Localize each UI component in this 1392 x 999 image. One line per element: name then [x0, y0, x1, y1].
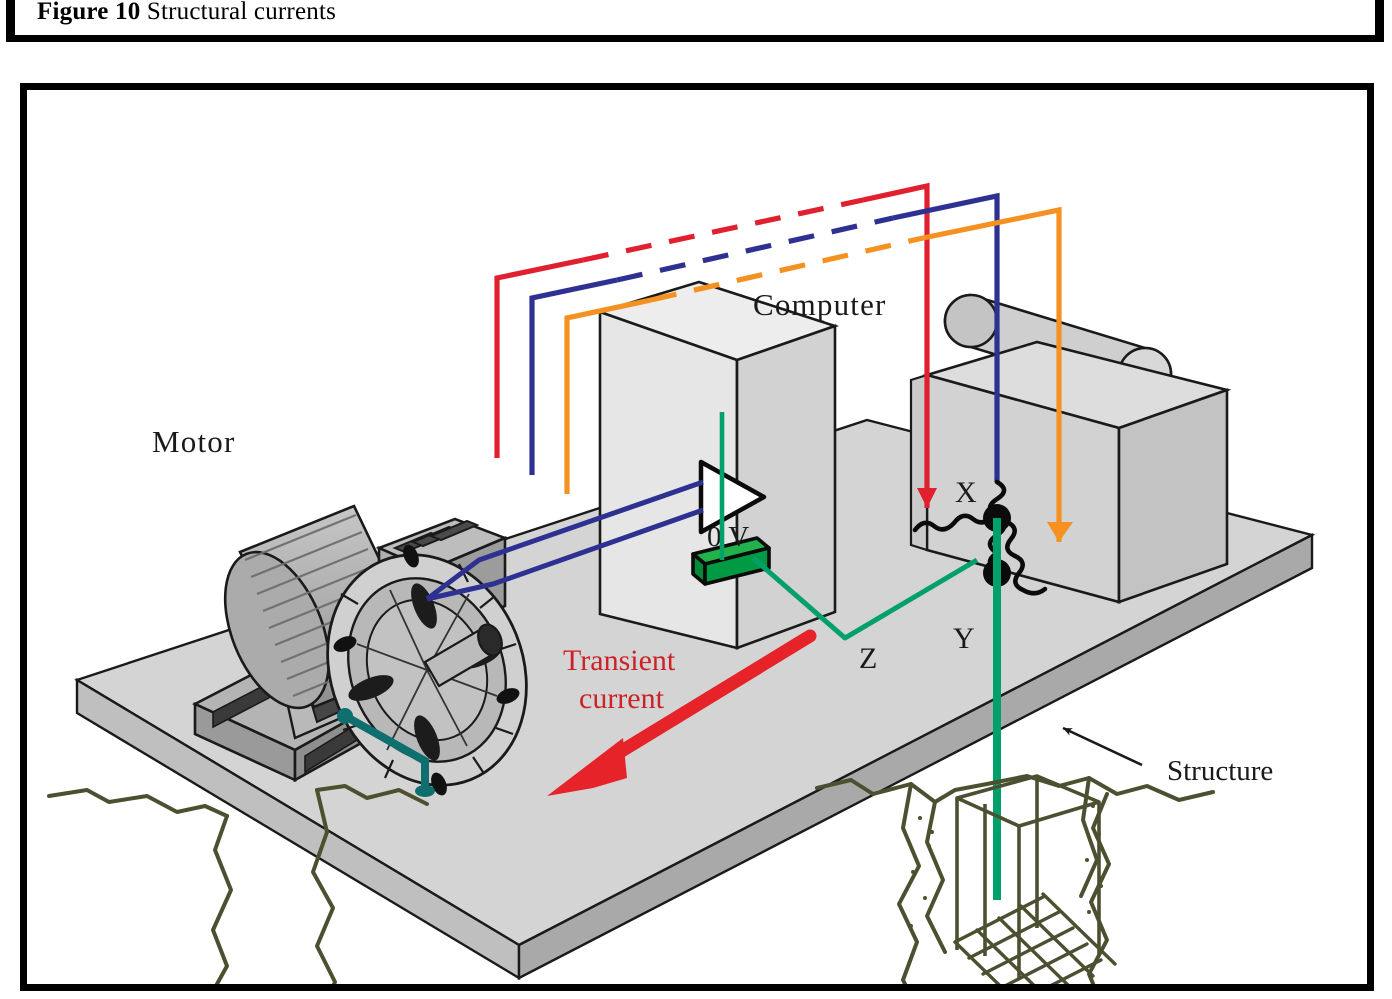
- transient-current-label-line2: current: [579, 682, 665, 715]
- zero-volt-busbar-icon: [691, 536, 771, 586]
- generator-icon: [909, 293, 1232, 604]
- structural-currents-diagram: Structure: [47, 182, 1316, 984]
- caption-box: Figure 10 Structural currents: [6, 0, 1384, 42]
- motor-label: Motor: [152, 424, 236, 459]
- node-z-label: Z: [859, 642, 877, 675]
- phase-red-terminal: [917, 488, 937, 508]
- earth-conductor-z: [751, 556, 979, 641]
- caption-title: Structural currents: [146, 0, 337, 25]
- node-y-label: Y: [953, 622, 975, 655]
- motor-earth-bond-wire: [341, 712, 429, 794]
- zero-volt-label: 0 V: [707, 521, 749, 553]
- phase-orange-terminal: [1047, 522, 1073, 542]
- rebar-cage-icon: [955, 774, 1101, 978]
- computer-label: Computer: [753, 287, 887, 322]
- soil-excavation-icon: [815, 774, 1215, 984]
- amplifier-icon: [698, 459, 767, 535]
- motor-icon: [192, 504, 528, 796]
- structure-leader-arrow-icon: [1062, 726, 1143, 767]
- transient-current-arrow-icon: [547, 629, 817, 796]
- earth-electrode-icon: [47, 784, 429, 984]
- figure-frame: Structure: [20, 83, 1374, 991]
- signal-cable-blue-pair: [425, 479, 704, 602]
- structure-label: Structure: [1167, 755, 1273, 787]
- motor-end-cover: [326, 544, 528, 796]
- earth-mesh-icon: [953, 892, 1117, 984]
- bond-terminal-motor: [337, 708, 353, 724]
- soil-stipple: [909, 804, 1103, 928]
- phase-cable-blue: [529, 192, 1000, 482]
- caption: Figure 10 Structural currents: [37, 0, 336, 26]
- phase-cable-orange: [564, 206, 1062, 542]
- transient-current-label-line1: Transient: [563, 644, 676, 677]
- caption-label: Figure 10: [37, 0, 141, 25]
- computer-icon: [595, 280, 840, 650]
- bond-terminal-slab: [415, 785, 435, 797]
- phase-cable-red: [494, 182, 930, 508]
- star-point-label: X: [955, 476, 977, 509]
